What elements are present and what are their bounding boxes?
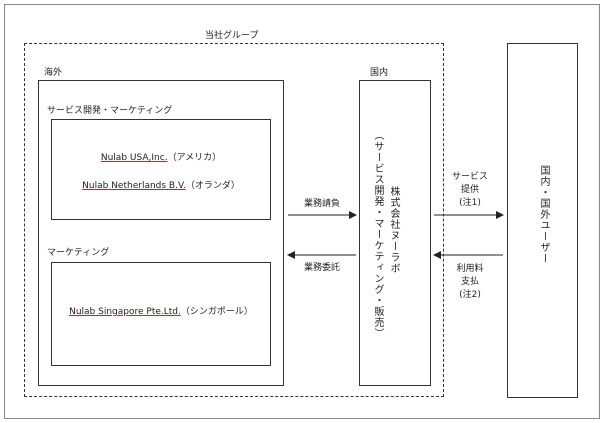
entity-name: Nulab Netherlands B.V.: [82, 181, 186, 191]
domestic-label: 国内: [370, 68, 389, 78]
label-fee-1: 利用料: [456, 264, 484, 274]
label-service-2: 提供: [460, 185, 479, 195]
overseas-label: 海外: [44, 68, 63, 78]
entity-nulab-singapore: Nulab Singapore Pte.Ltd.（シンガポール）: [51, 307, 271, 318]
users-label: 国内・国外ユーザー: [538, 165, 549, 264]
entity-name: Nulab Singapore Pte.Ltd.: [69, 307, 181, 317]
label-fee-2: 支払: [460, 277, 479, 287]
label-service-note: (注1): [459, 198, 481, 208]
label-contract-out: 業務委託: [303, 263, 340, 273]
entity-country: （シンガポール）: [180, 307, 253, 317]
group-boundary: [24, 43, 444, 397]
entity-country: （アメリカ）: [167, 153, 222, 163]
users-box: [507, 43, 578, 398]
company-role: （サービス開発・マーケティング・販売）: [372, 130, 383, 339]
group-label: 当社グループ: [205, 31, 259, 41]
company-name: 株式会社ヌーラボ: [388, 186, 399, 274]
dev-marketing-box: [51, 119, 271, 220]
label-fee-note: (注2): [459, 290, 481, 300]
label-service-1: サービス: [451, 172, 488, 182]
marketing-label: マーケティング: [47, 248, 110, 258]
entity-nulab-usa: Nulab USA,Inc.（アメリカ）: [51, 153, 271, 164]
entity-nulab-netherlands: Nulab Netherlands B.V.（オランダ）: [51, 181, 271, 192]
marketing-box: [51, 262, 271, 366]
company-box: [359, 80, 431, 386]
label-contract-in: 業務請負: [303, 199, 340, 209]
entity-country: （オランダ）: [185, 181, 240, 191]
entity-name: Nulab USA,Inc.: [100, 153, 168, 163]
dev-marketing-label: サービス開発・マーケティング: [47, 106, 173, 116]
